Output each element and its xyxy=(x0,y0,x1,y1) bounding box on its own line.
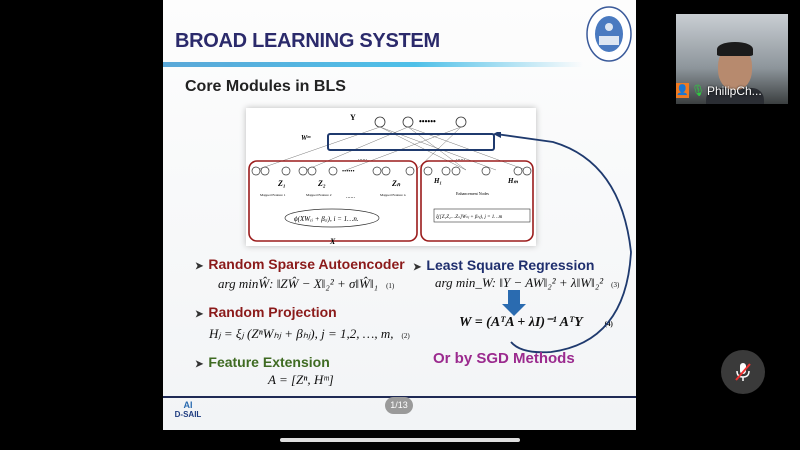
bullet-random-projection: ➤Random Projection xyxy=(195,304,337,320)
muted-microphone-icon xyxy=(735,363,751,381)
output-nodes xyxy=(374,116,467,128)
participant-video[interactable] xyxy=(676,14,788,104)
equation-3: arg min_W: ‖Y − AW‖₂² + λ‖W‖₂²(3) xyxy=(435,275,620,290)
participant-name-tag: 👤 🎙 PhilipCh... xyxy=(676,83,762,98)
annotation-arrows xyxy=(493,132,632,354)
mapped-feature-n-label: Mapped Feature n xyxy=(380,193,406,197)
bullet-random-sparse-autoencoder: ➤Random Sparse Autoencoder xyxy=(195,256,405,272)
enhancement-nodes-label: Enhancement Nodes xyxy=(456,191,489,196)
svg-text:••••••: •••••• xyxy=(342,169,355,175)
mapped-feature-1-label: Mapped Feature 1 xyxy=(260,193,286,197)
bullet-least-square-regression: ➤Least Square Regression xyxy=(413,257,595,273)
diagram-w-label: Wᵐ xyxy=(301,134,311,142)
hm-label: Hₘ xyxy=(507,177,518,185)
diagram-y-label: Y xyxy=(350,113,356,122)
mapped-features-box xyxy=(248,160,418,242)
svg-text:......: ...... xyxy=(346,194,356,200)
title-divider xyxy=(163,62,583,67)
h1-label: H₁ xyxy=(433,177,442,185)
enhancement-equation: ξ([Z₁Z₂…Zₙ]Wₕⱼ + βₕⱼ), j = 1…m xyxy=(436,214,503,220)
mapping-equation: ϕ(XWₑᵢ + βₑᵢ), i = 1…n. xyxy=(294,215,359,223)
home-indicator-bar[interactable] xyxy=(280,438,520,442)
diagram-x-label: X xyxy=(329,237,336,246)
equation-feature-extension: A = [Zⁿ, Hᵐ] xyxy=(268,372,334,387)
equation-2: Hⱼ = ξⱼ (ZⁿWₕⱼ + βₕⱼ), j = 1,2, …, m,(2) xyxy=(209,326,410,341)
participant-name: PhilipCh... xyxy=(706,83,762,98)
page-indicator: 1/13 xyxy=(385,397,413,414)
mapped-feature-2-label: Mapped Feature 2 xyxy=(306,193,332,197)
z2-label: Z₂ xyxy=(317,179,326,188)
slide-subtitle: Core Modules in BLS xyxy=(185,78,346,95)
zn-label: Zₙ xyxy=(391,179,401,188)
z1-label: Z₁ xyxy=(277,179,286,188)
slide-title: BROAD LEARNING SYSTEM xyxy=(175,30,440,52)
shared-slide: BROAD LEARNING SYSTEM Core Modules in BL… xyxy=(163,0,636,430)
output-weights-box xyxy=(327,133,495,151)
microphone-icon: 🎙 xyxy=(691,85,705,97)
svg-text:......: ...... xyxy=(358,156,368,162)
enhancement-nodes-box xyxy=(420,160,534,242)
svg-text:••••••: •••••• xyxy=(419,117,436,126)
mute-button[interactable] xyxy=(721,350,765,394)
svg-text:......: ...... xyxy=(456,156,466,162)
equation-4: W = (AᵀA + λI)⁻¹ AᵀY(4) xyxy=(459,315,613,330)
person-icon: 👤 xyxy=(676,83,689,98)
equation-1: arg minŴ: ‖ZŴ − X‖₂² + σ‖Ŵ‖₁(1) xyxy=(218,276,395,291)
university-seal-logo xyxy=(586,6,632,62)
sgd-methods-note: Or by SGD Methods xyxy=(433,350,575,367)
bls-architecture-diagram: Y •••••• Wᵐ ............ •••••• Z₁ Z₂ Zₙ… xyxy=(246,108,536,246)
bullet-feature-extension: ➤Feature Extension xyxy=(195,354,330,370)
